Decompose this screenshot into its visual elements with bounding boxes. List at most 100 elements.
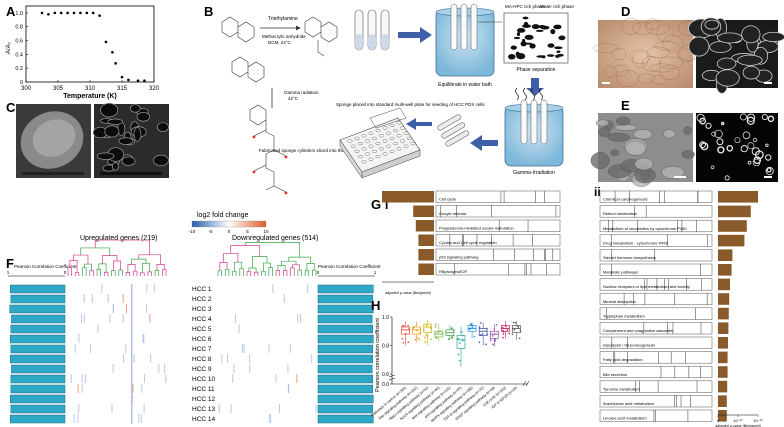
h-point [423,329,425,331]
phase-blob [553,24,562,30]
g-axis-label: adjusted p-value (Benjamini) [715,424,761,427]
gene-track [435,263,561,276]
dendrogram-branch [89,270,94,276]
heatmap-cell [146,304,148,313]
a-data-point [53,11,57,15]
dendrogram-branch [98,263,107,273]
h-point [451,336,453,338]
h-point [485,327,488,330]
h-point [493,328,496,330]
dendrogram-branch [111,270,116,276]
dendrogram-branch [217,270,222,276]
sample-label: HCC 2 [192,296,212,303]
a-ytick-label: 0.4 [15,52,23,58]
sem-image-2-scalebar [100,172,162,175]
h-ytick-label: 1.0 [382,315,389,321]
mesh-pore [742,65,760,80]
pathway-label: Metabolism of xenobiotics by cytochrome … [603,226,687,231]
mesh-pore [716,32,743,44]
chem-oxygen-1 [252,135,256,139]
fluor-spot [747,160,752,165]
panel-a-points [40,11,146,82]
h-point [425,334,427,336]
colorbar-title: log2 fold change [197,212,248,219]
h-point [441,332,444,335]
enrichment-bar [718,351,728,364]
a-data-point [104,40,108,44]
gene-track [599,292,713,306]
phase-blob [516,32,521,37]
dendrogram-branch [306,263,315,271]
heatmap-cell [249,354,251,363]
plate-well [410,142,416,146]
heatmap-cell [299,314,301,323]
tissue-cell [646,46,670,58]
a-ytick-label: 1.0 [15,11,23,17]
right-correlation-bar [317,314,373,324]
a-data-point [98,14,101,17]
enrichment-bar [718,307,729,320]
gene-track [599,307,713,320]
h-ytick-label: 0.6 [382,372,389,378]
h-point [401,324,404,327]
heatmap-cell [132,384,134,393]
plate-well [403,144,409,148]
colorbar-tick: -10 [189,229,196,234]
plate-well [354,136,360,140]
heatmap-cell [218,404,220,413]
dendrogram-branch [252,256,268,268]
fluor-spot [765,143,769,147]
plate-well [368,131,374,135]
h-axis-break [388,374,396,381]
fluorescence-spots [696,113,775,181]
heatmap-cell [279,404,281,413]
enrichment-bar [415,220,434,232]
right-correlation-bar [317,324,373,334]
h-point [416,337,419,339]
a-ytick-label: 0.2 [15,66,23,72]
h-point [434,326,437,328]
panel-label-e: E [621,98,630,113]
reaction-reagent-5: 42°C [288,96,299,101]
h-point [425,324,428,327]
sem-pore [153,154,169,166]
heatmap-cell [77,414,79,423]
heatmap-cell [78,404,80,413]
plate-well [382,152,388,156]
enrichment-bar [718,366,728,378]
h-point [512,321,515,324]
gene-track [599,365,713,379]
pathway-label: Complement and coagulation cascades [603,328,673,333]
left-correlation-bar [10,394,66,404]
heatmap-cell [165,374,167,383]
plate-well [382,126,388,130]
dendrogram-branch [131,258,147,265]
enrichment-bar [718,264,732,276]
h-point [413,325,415,328]
dendrogram-branch [138,254,161,265]
heatmap-cell [122,294,124,303]
fluor-spot [717,146,725,154]
heatmap-cell [138,414,140,423]
dendrogram-branch [304,270,310,276]
phase-separation-label: Phase separation [517,67,556,73]
h-point [430,338,433,341]
h-point [505,325,507,328]
fluor-spot [746,113,756,123]
fluor-spot [751,147,760,156]
phase-blob [531,24,540,30]
heatmap-cell [232,374,234,383]
dendrogram-branch [292,264,301,271]
a-data-point [127,78,130,82]
a-xtick-label: 315 [117,86,128,92]
fluor-spot [734,137,741,144]
phase-cell [634,157,654,171]
sem-pores [92,102,169,172]
sample-label: HCC 10 [192,376,216,383]
h-point [502,329,504,332]
h-point [519,329,522,332]
pathway-label: p53 signaling pathway [439,255,479,260]
